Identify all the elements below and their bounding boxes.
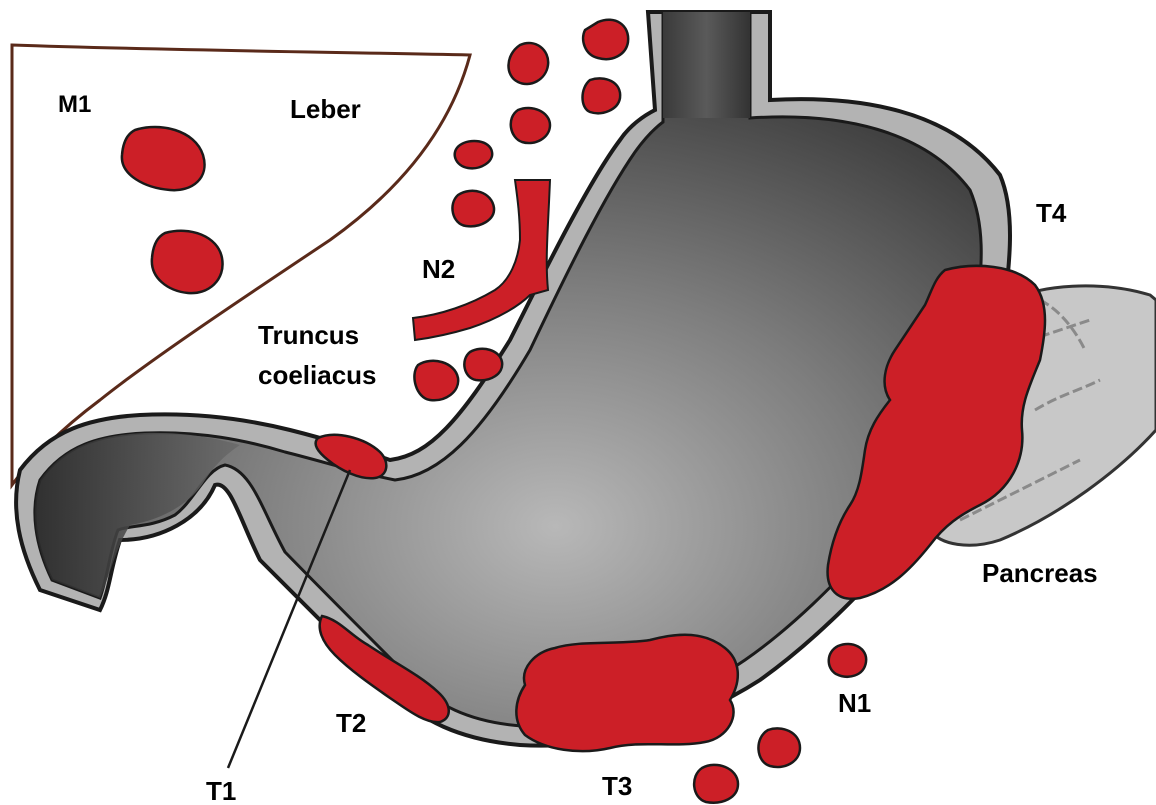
lymph-node — [452, 191, 494, 227]
label-n1: N1 — [838, 688, 871, 718]
t3-tumor — [516, 635, 737, 751]
antrum-shading — [35, 433, 240, 598]
metastasis — [152, 231, 223, 293]
lymph-node — [829, 644, 866, 677]
lymph-node — [414, 361, 458, 400]
label-n2: N2 — [422, 254, 455, 284]
lymph-node — [583, 78, 621, 113]
lymph-node — [583, 20, 628, 59]
esophagus-lumen — [663, 12, 750, 118]
lymph-node — [455, 141, 492, 168]
lymph-node — [758, 728, 800, 767]
lymph-node — [511, 108, 550, 143]
label-leber: Leber — [290, 94, 361, 124]
label-pancreas: Pancreas — [982, 558, 1098, 588]
label-truncus: Truncus — [258, 320, 359, 350]
label-t4: T4 — [1036, 198, 1067, 228]
label-m1: M1 — [58, 91, 91, 118]
label-t3: T3 — [602, 771, 632, 801]
lymph-node — [508, 43, 548, 84]
label-coeliacus: coeliacus — [258, 360, 377, 390]
lymph-node — [694, 765, 738, 803]
lymph-node — [464, 349, 502, 381]
label-t2: T2 — [336, 708, 366, 738]
label-t1: T1 — [206, 776, 236, 805]
